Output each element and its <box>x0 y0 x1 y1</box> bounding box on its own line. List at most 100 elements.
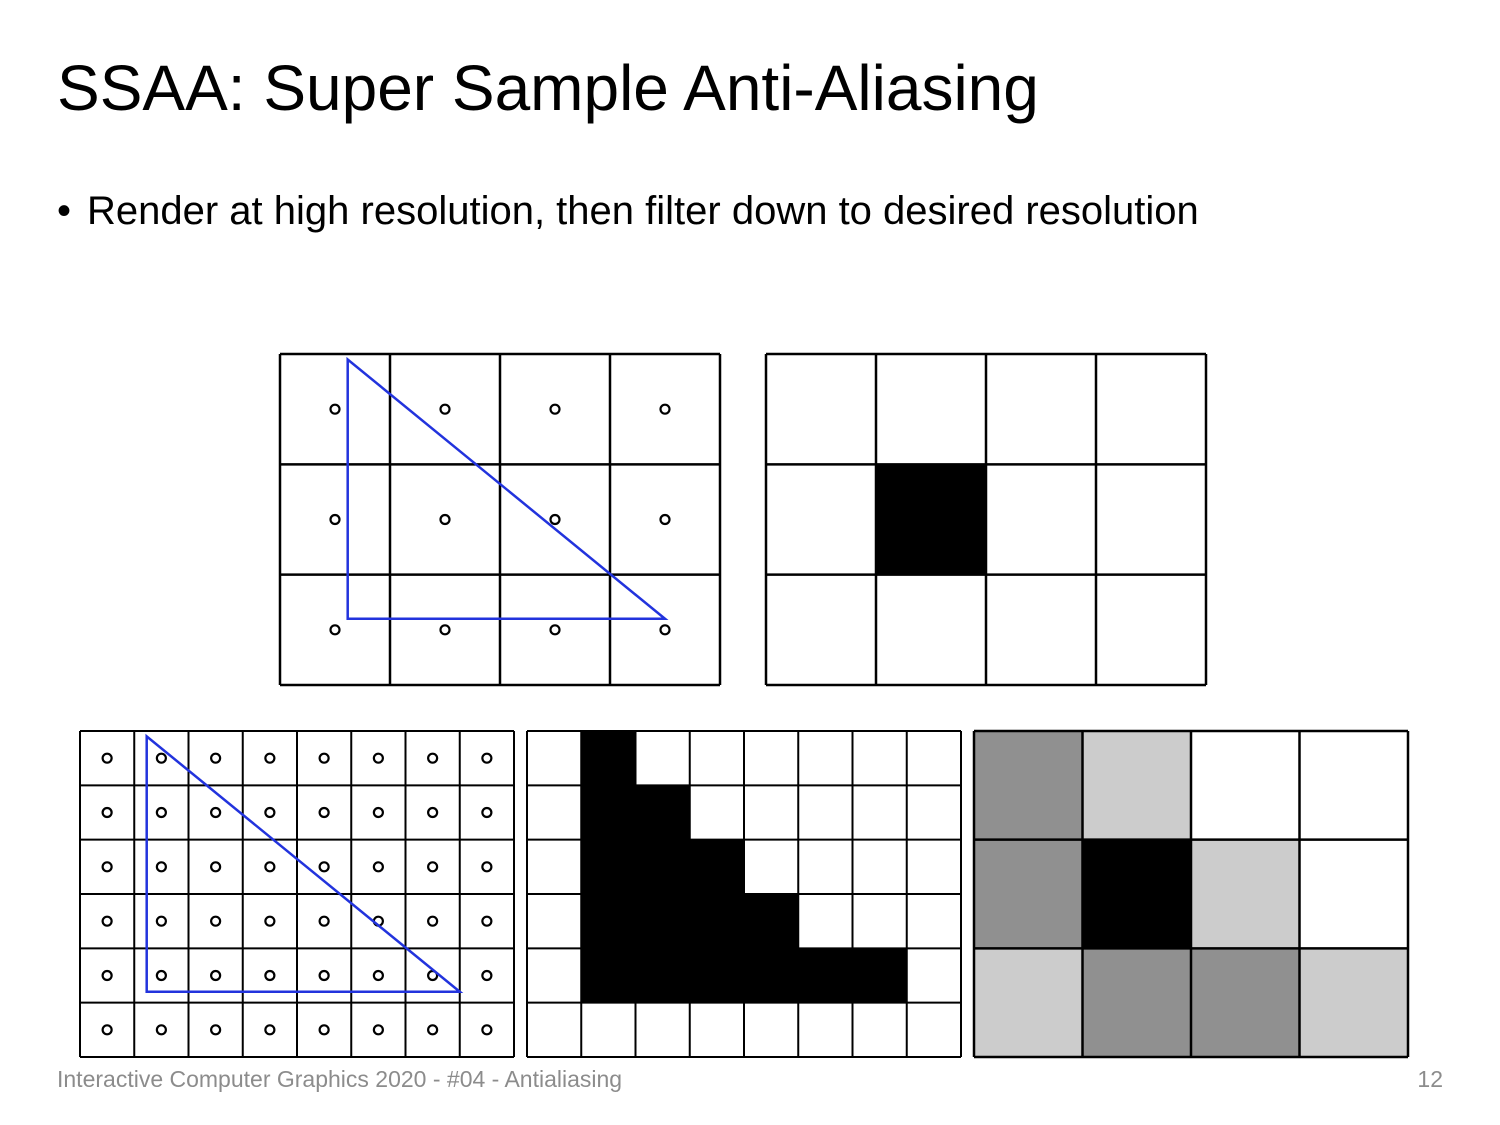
sample-point <box>427 861 439 873</box>
pixel-cell <box>798 785 853 840</box>
sample-point <box>264 861 276 873</box>
high-res-samples-grid <box>79 730 515 1058</box>
pixel-cell <box>906 1002 961 1057</box>
sample-point <box>329 624 341 636</box>
pixel-cell <box>689 894 744 949</box>
sample-point <box>101 861 113 873</box>
sample-point <box>101 752 113 764</box>
pixel-cell <box>1191 839 1300 949</box>
pixel-cell <box>798 839 853 894</box>
sample-point <box>427 806 439 819</box>
sample-point <box>372 752 384 764</box>
pixel-cell <box>974 839 1083 949</box>
sample-point <box>318 861 330 873</box>
bullet-dot: • <box>57 189 72 233</box>
sample-point <box>439 624 451 636</box>
pixel-cell <box>1191 948 1300 1057</box>
sample-point <box>210 969 222 982</box>
pixel-cell <box>906 839 961 894</box>
pixel-cell <box>906 785 961 840</box>
sample-point <box>481 969 493 982</box>
sample-point <box>210 861 222 873</box>
pixel-cell <box>527 839 582 894</box>
sample-point <box>155 1024 167 1036</box>
pixel-cell <box>581 894 636 949</box>
pixel-cell <box>1299 839 1408 949</box>
sample-point <box>439 403 451 415</box>
downsampled-result-grid <box>972 729 1410 1059</box>
sample-point <box>101 1024 113 1036</box>
slide-title: SSAA: Super Sample Anti-Aliasing <box>57 52 1039 124</box>
pixel-cell <box>1299 948 1408 1057</box>
sample-point <box>481 915 493 927</box>
sample-point <box>372 1024 384 1036</box>
pixel-cell <box>852 785 907 840</box>
pixel-cell <box>766 464 876 575</box>
sample-point <box>318 915 330 927</box>
pixel-cell <box>852 948 907 1003</box>
pixel-cell <box>581 785 636 840</box>
page-number: 12 <box>1417 1066 1443 1092</box>
sample-point <box>101 969 113 982</box>
sample-point <box>318 1024 330 1036</box>
pixel-cell <box>876 354 986 465</box>
pixel-cell <box>1299 731 1408 840</box>
pixel-cell <box>581 839 636 894</box>
pixel-cell <box>798 731 853 786</box>
pixel-cell <box>906 948 961 1003</box>
pixel-cell <box>798 948 853 1003</box>
sample-point <box>659 513 671 526</box>
low-res-raster-grid <box>764 352 1208 687</box>
sample-point <box>155 806 167 819</box>
pixel-cell <box>581 731 636 786</box>
pixel-cell <box>1082 731 1191 840</box>
sample-point <box>318 752 330 764</box>
sample-point <box>329 513 341 526</box>
pixel-cell <box>906 894 961 949</box>
pixel-cell <box>744 894 799 949</box>
pixel-cell <box>974 731 1083 840</box>
pixel-cell <box>635 894 690 949</box>
pixel-cell <box>1096 354 1206 465</box>
bullet-item: • Render at high resolution, then filter … <box>57 186 1199 236</box>
sample-point <box>372 861 384 873</box>
sample-point <box>318 806 330 819</box>
pixel-cell <box>689 948 744 1003</box>
pixel-cell <box>1096 574 1206 685</box>
triangle-outline <box>145 733 464 994</box>
sample-point <box>427 752 439 764</box>
sample-point <box>210 806 222 819</box>
sample-point <box>659 403 671 415</box>
pixel-cell <box>1096 464 1206 575</box>
pixel-cell <box>581 1002 636 1057</box>
pixel-cell <box>766 354 876 465</box>
high-res-raster-grid <box>526 730 962 1058</box>
bullet-text: Render at high resolution, then filter d… <box>87 189 1199 233</box>
sample-point <box>481 1024 493 1036</box>
sample-point <box>549 624 561 636</box>
sample-point <box>549 403 561 415</box>
pixel-cell <box>527 731 582 786</box>
pixel-cell <box>852 894 907 949</box>
pixel-cell <box>744 785 799 840</box>
pixel-cell <box>1082 948 1191 1057</box>
sample-point <box>329 403 341 415</box>
pixel-cell <box>876 464 986 575</box>
sample-point <box>318 969 330 982</box>
pixel-cell <box>876 574 986 685</box>
low-res-samples-grid <box>278 352 722 687</box>
pixel-cell <box>635 1002 690 1057</box>
pixel-cell <box>527 894 582 949</box>
pixel-cell <box>689 839 744 894</box>
sample-point <box>372 806 384 819</box>
sample-point <box>372 969 384 982</box>
sample-point <box>481 806 493 819</box>
sample-point <box>481 861 493 873</box>
pixel-cell <box>986 354 1096 465</box>
sample-point <box>427 1024 439 1036</box>
pixel-cell <box>798 1002 853 1057</box>
pixel-cell <box>744 948 799 1003</box>
pixel-cell <box>581 948 636 1003</box>
pixel-cell <box>906 731 961 786</box>
pixel-cell <box>744 839 799 894</box>
